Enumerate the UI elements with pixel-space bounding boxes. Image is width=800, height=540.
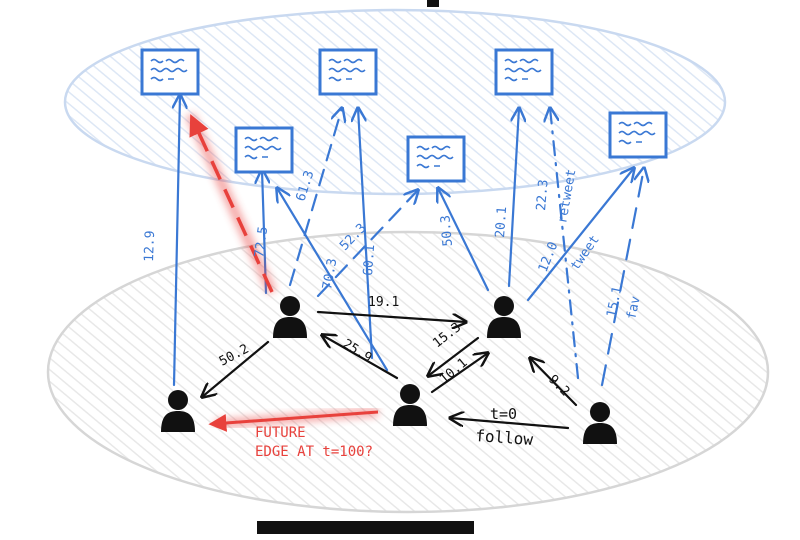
edge-follow bbox=[450, 418, 570, 430]
edge-50-2 bbox=[202, 340, 270, 397]
edge-20-1 bbox=[507, 108, 519, 288]
edge-25-9 bbox=[322, 335, 399, 380]
tweet-doc-5 bbox=[406, 135, 466, 183]
tweet-doc-1 bbox=[140, 48, 200, 96]
label-12-9: 12.9 bbox=[142, 230, 158, 262]
future-label-line2: EDGE AT t=100? bbox=[255, 444, 373, 460]
label-70-3: 70.3 bbox=[320, 257, 340, 290]
future-edge bbox=[185, 112, 379, 432]
tweet-doc-4 bbox=[234, 126, 294, 174]
label-22-3: 22.3 bbox=[534, 179, 552, 212]
edge-15-3 bbox=[428, 336, 480, 376]
label-t0: t=0 bbox=[490, 405, 517, 423]
label-60-1: 60.1 bbox=[361, 244, 378, 276]
edge-70-3 bbox=[277, 188, 389, 372]
top-bar bbox=[427, 0, 439, 7]
edge-19-1 bbox=[316, 310, 466, 322]
edge-15-1 bbox=[600, 168, 644, 387]
label-72-5: 72.5 bbox=[252, 225, 271, 258]
edge-10-1 bbox=[430, 353, 488, 394]
tweet-doc-3 bbox=[494, 48, 554, 96]
edge-22-3 bbox=[550, 108, 580, 380]
label-50-3: 50.3 bbox=[438, 214, 456, 247]
edge-12-9 bbox=[174, 95, 180, 387]
future-label-line1: FUTURE bbox=[255, 425, 306, 441]
edge-50-3 bbox=[438, 188, 490, 292]
edge-61-3 bbox=[288, 108, 342, 287]
label-20-1: 20.1 bbox=[493, 206, 510, 238]
label-15-1: 15.1 bbox=[604, 285, 625, 319]
edge-9-2 bbox=[530, 358, 578, 407]
edge-12-0 bbox=[526, 168, 634, 302]
user-layer-plane bbox=[46, 230, 770, 514]
tweet-doc-6 bbox=[608, 111, 668, 159]
label-19-1: 19.1 bbox=[368, 295, 399, 310]
tweet-doc-2 bbox=[318, 48, 378, 96]
bottom-bar bbox=[257, 521, 474, 534]
label-follow: follow bbox=[475, 426, 534, 449]
tweet-layer-plane bbox=[63, 8, 727, 196]
label-fav: fav bbox=[624, 295, 644, 321]
